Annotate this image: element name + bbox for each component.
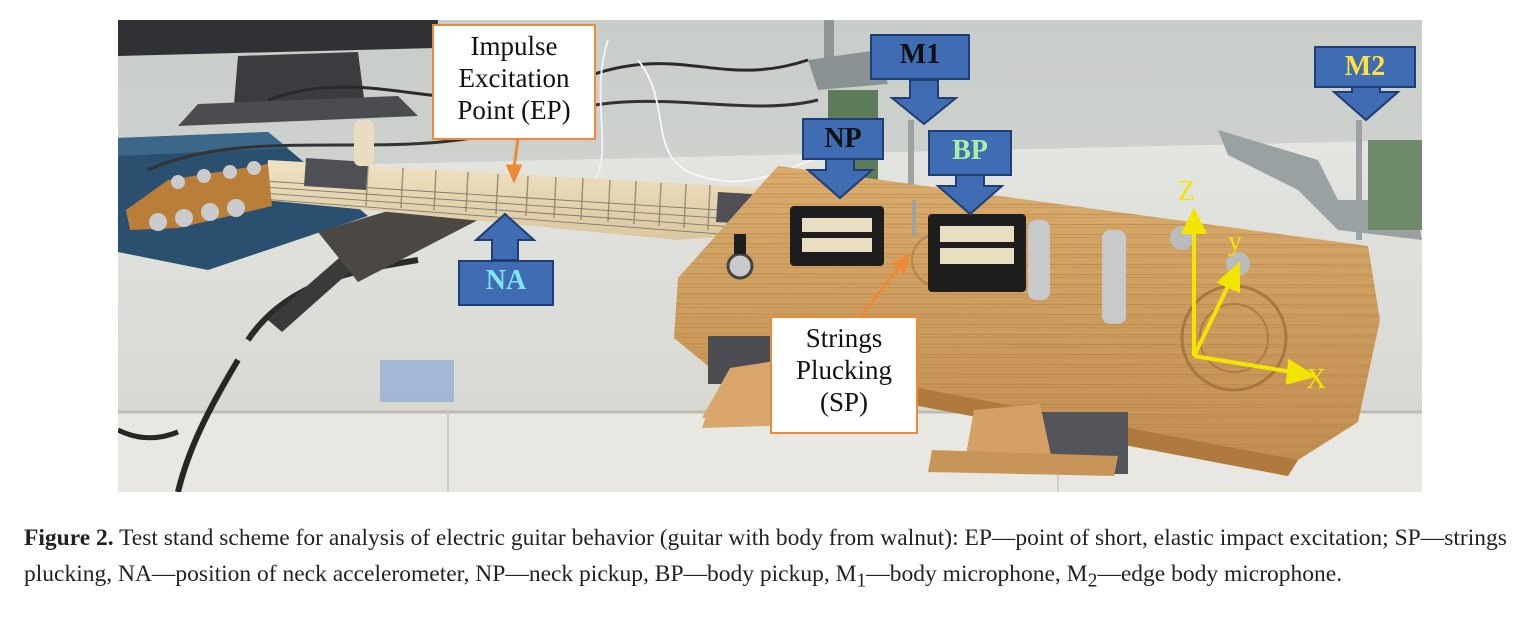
caption-label: Figure 2. bbox=[24, 525, 114, 551]
caption-m2-subscript: 2 bbox=[1087, 570, 1098, 592]
bp-tag-text: BP bbox=[952, 135, 988, 166]
na-tag-text: NA bbox=[485, 265, 527, 296]
m1-tag-text: M1 bbox=[899, 39, 941, 70]
axis-z-label: Z bbox=[1178, 176, 1196, 207]
figure-photo: Impulse Excitation Point (EP) Strings Pl… bbox=[118, 20, 1422, 492]
np-tag-text: NP bbox=[824, 123, 862, 154]
m1-tag: M1 bbox=[870, 34, 970, 80]
caption-m1-subscript: 1 bbox=[856, 570, 867, 592]
caption-text: Test stand scheme for analysis of electr… bbox=[24, 525, 1507, 587]
ep-label-text: Impulse Excitation Point (EP) bbox=[457, 31, 571, 125]
caption-text-mid: —body microphone, M bbox=[866, 561, 1088, 587]
caption-text-end: —edge body microphone. bbox=[1097, 561, 1343, 587]
axis-x-label: X bbox=[1306, 364, 1327, 395]
np-tag: NP bbox=[802, 118, 884, 160]
m2-tag: M2 bbox=[1314, 46, 1416, 88]
ep-label-box: Impulse Excitation Point (EP) bbox=[432, 24, 596, 140]
bp-tag: BP bbox=[928, 130, 1012, 176]
figure-caption: Figure 2. Test stand scheme for analysis… bbox=[24, 520, 1524, 600]
sp-label-box: Strings Plucking (SP) bbox=[770, 316, 918, 434]
sp-label-text: Strings Plucking (SP) bbox=[795, 323, 892, 417]
na-tag: NA bbox=[458, 260, 554, 306]
m2-tag-text: M2 bbox=[1344, 51, 1386, 82]
axis-y-label: y bbox=[1228, 226, 1242, 257]
